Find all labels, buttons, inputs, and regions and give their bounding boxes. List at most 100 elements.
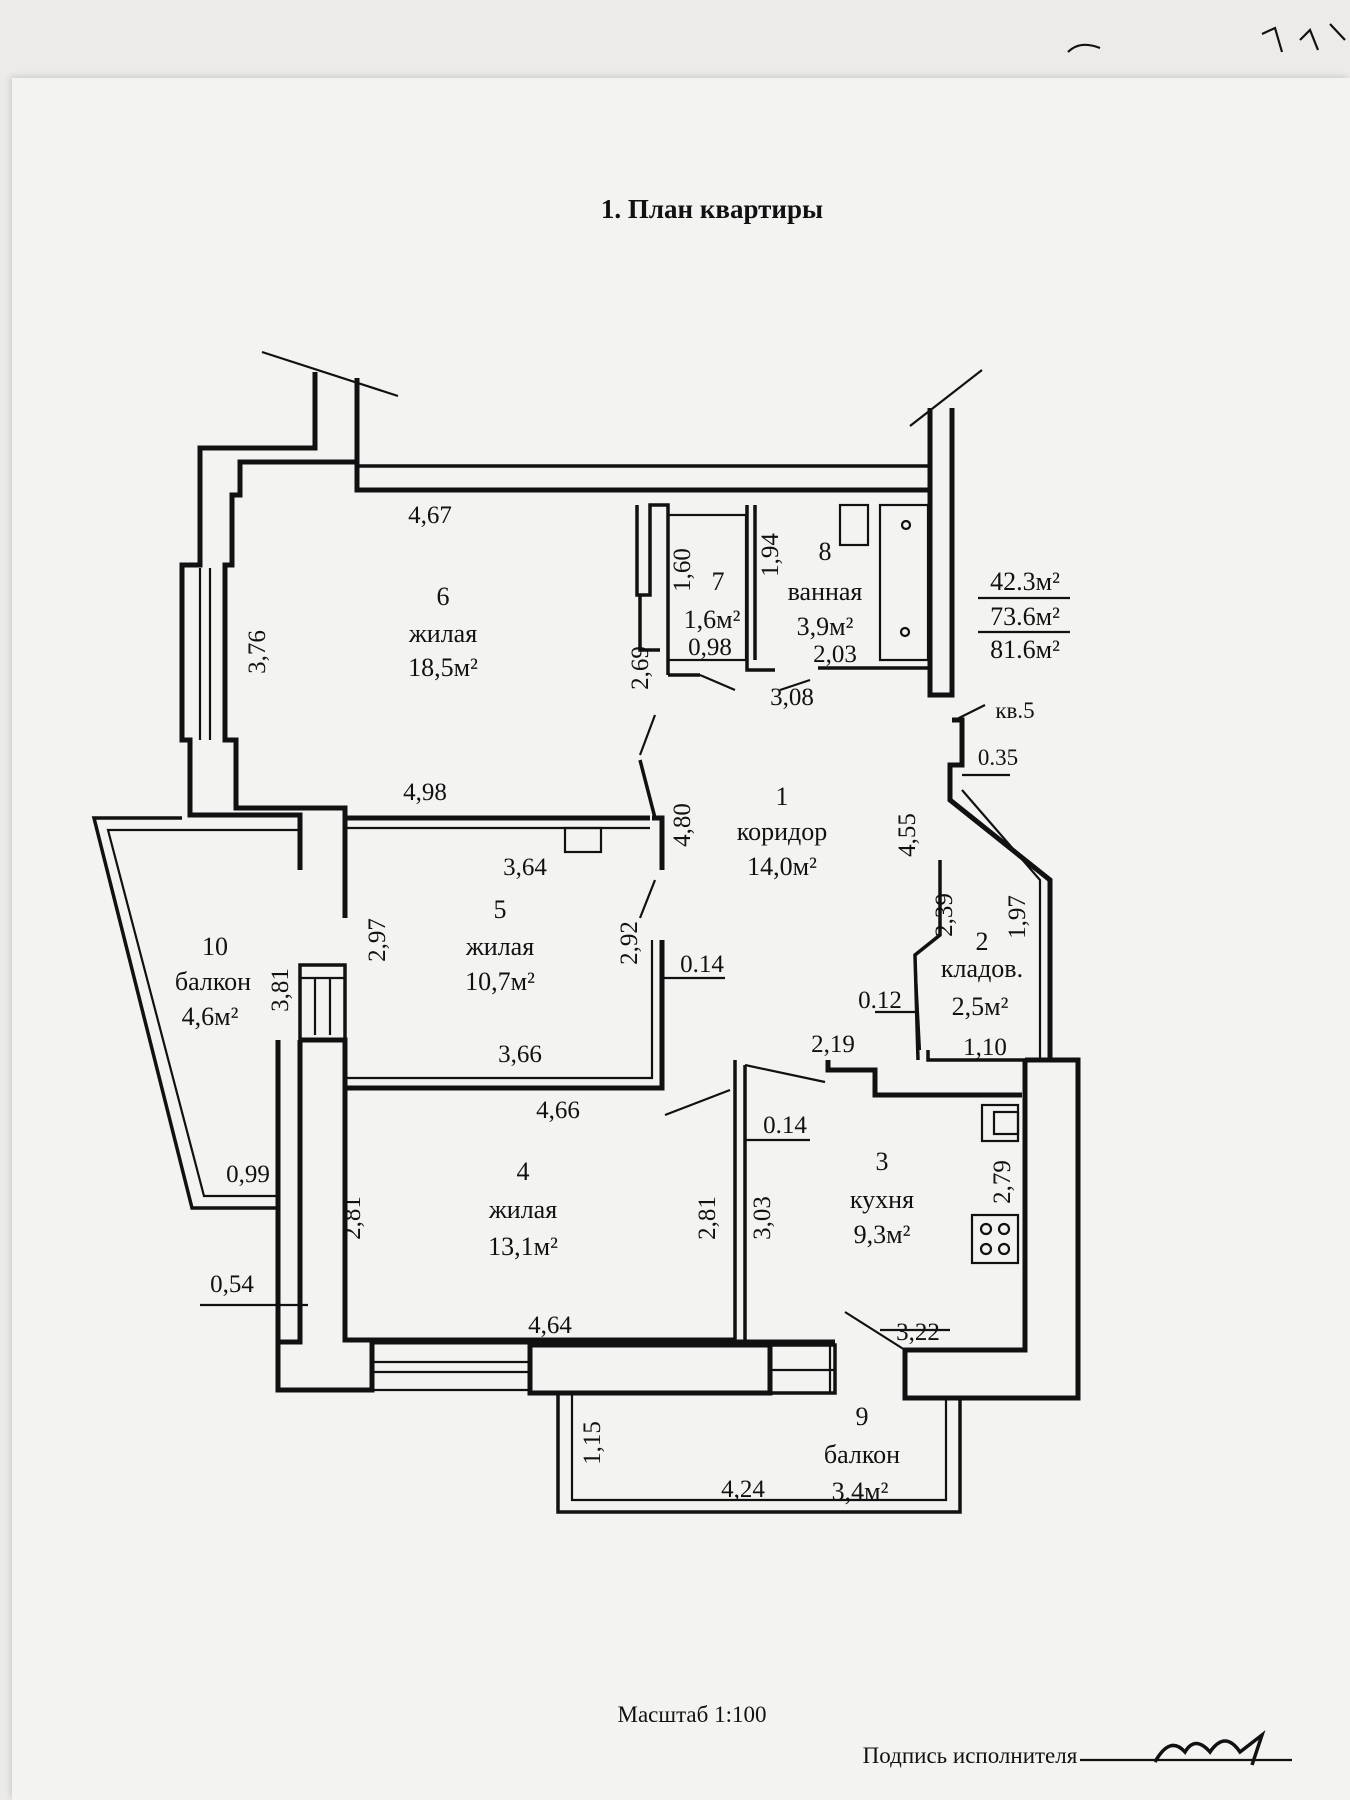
vent-shaft xyxy=(563,826,603,854)
living-area: 42.3м² xyxy=(990,567,1060,596)
door-swing xyxy=(699,673,736,692)
dim-label: 4,55 xyxy=(894,813,921,857)
dim-label: 1,60 xyxy=(669,548,696,592)
room-name: ванная xyxy=(788,577,863,606)
dim-label: 2,97 xyxy=(364,918,391,962)
stove-burner xyxy=(979,1222,993,1236)
dim-label: 3,81 xyxy=(267,968,294,1012)
room-area: 3,9м² xyxy=(797,612,854,641)
room-number: 4 xyxy=(517,1157,530,1186)
dim-label: 3,03 xyxy=(749,1196,776,1240)
dim-label: 2,81 xyxy=(339,1196,366,1240)
wall-cut-line xyxy=(909,369,983,427)
room-area: 13,1м² xyxy=(488,1232,558,1261)
dim-label: 0.14 xyxy=(680,951,724,978)
exterior-wall-left-inner xyxy=(222,378,360,918)
dim-label: 4,24 xyxy=(721,1476,765,1503)
room-number: 8 xyxy=(819,537,832,566)
stove xyxy=(970,1213,1020,1265)
dim-label: 2,19 xyxy=(811,1031,855,1058)
signature xyxy=(1153,1730,1266,1766)
dim-label: 1,15 xyxy=(579,1421,606,1465)
total-area: 81.6м² xyxy=(990,635,1060,664)
closet-door xyxy=(913,954,922,1051)
signature-label: Подпись исполнителя xyxy=(863,1743,1078,1768)
room6-right-wall xyxy=(638,595,660,652)
dim-label: 1,94 xyxy=(757,533,784,577)
dim-leader xyxy=(954,704,986,721)
page-title: 1. План квартиры xyxy=(601,194,823,224)
scale-label: Масштаб 1:100 xyxy=(618,1702,767,1727)
room-name: балкон xyxy=(824,1440,900,1469)
door-swing xyxy=(744,1063,826,1084)
general-area: 73.6м² xyxy=(990,602,1060,631)
dim-label: 1,10 xyxy=(963,1034,1007,1061)
door-swing xyxy=(638,879,657,919)
room-name: кладов. xyxy=(941,954,1023,983)
dim-label: 2,39 xyxy=(931,893,958,937)
room-area: 18,5м² xyxy=(408,653,478,682)
closet-right-inner xyxy=(961,789,1042,1060)
closet-left-wall xyxy=(913,860,942,1061)
drain xyxy=(899,626,911,638)
dim-label: 0.35 xyxy=(978,745,1018,770)
room-name: жилая xyxy=(408,619,477,648)
room6-top-wall xyxy=(354,462,930,493)
dim-label: 4,66 xyxy=(536,1097,580,1124)
dim-label: 2,03 xyxy=(813,641,857,668)
dim-label: 2,69 xyxy=(627,646,654,690)
dim-label: 2,81 xyxy=(694,1196,721,1240)
room-area: 4,6м² xyxy=(182,1002,239,1031)
room5-right-bottom-wall xyxy=(345,940,665,1091)
stove-burner xyxy=(979,1242,993,1256)
door-swing xyxy=(664,1088,731,1117)
exterior-wall-right xyxy=(927,408,955,698)
room-name: жилая xyxy=(465,932,534,961)
dim-label: 3,22 xyxy=(896,1319,940,1346)
room-area: 3,4м² xyxy=(832,1477,889,1506)
room-name: балкон xyxy=(175,967,251,996)
room-number: 10 xyxy=(202,932,228,961)
dim-label: 2,92 xyxy=(616,921,643,965)
dim-label: 0,98 xyxy=(688,634,732,661)
dim-label: 4,80 xyxy=(669,803,696,847)
stove-burner xyxy=(997,1222,1011,1236)
stove-burner xyxy=(997,1242,1011,1256)
room6-door xyxy=(638,759,657,819)
balcony10-inner xyxy=(106,828,278,1198)
dim-label: 0,99 xyxy=(226,1161,270,1188)
room-name: жилая xyxy=(488,1195,557,1224)
dim-label: 0.12 xyxy=(858,987,902,1014)
room-area: 2,5м² xyxy=(952,992,1009,1021)
wall-cut-line xyxy=(261,350,399,398)
room-number: 1 xyxy=(776,782,789,811)
room4-corner xyxy=(300,1037,348,1078)
dim-label: 0.14 xyxy=(763,1112,807,1139)
dim-label: 2,79 xyxy=(989,1160,1016,1204)
room-number: 3 xyxy=(876,1147,889,1176)
room-number: 6 xyxy=(437,582,450,611)
balcony-door-block xyxy=(298,963,347,1042)
bath-wall xyxy=(745,505,775,672)
dim-label: 3,76 xyxy=(244,630,271,674)
room-number: 9 xyxy=(856,1402,869,1431)
dim-label: 3,66 xyxy=(498,1041,542,1068)
door-swing xyxy=(844,1311,906,1351)
closet-right-wall xyxy=(947,717,1053,1060)
exterior-wall-left xyxy=(179,372,318,870)
room5-inner-line xyxy=(345,940,654,1080)
wall-pier xyxy=(527,1342,773,1396)
faucet xyxy=(900,519,912,531)
corridor-wall xyxy=(652,815,665,870)
kitchen-partition xyxy=(733,1060,747,1344)
dim-label: 4,98 xyxy=(403,779,447,806)
room-area: 9,3м² xyxy=(854,1220,911,1249)
door-swing xyxy=(779,678,811,692)
dim-label: 4,64 xyxy=(528,1312,572,1339)
dim-label: 4,67 xyxy=(408,502,452,529)
dim-label: 1,97 xyxy=(1004,895,1031,939)
room-number: 2 xyxy=(976,927,989,956)
door-swing xyxy=(638,714,657,756)
